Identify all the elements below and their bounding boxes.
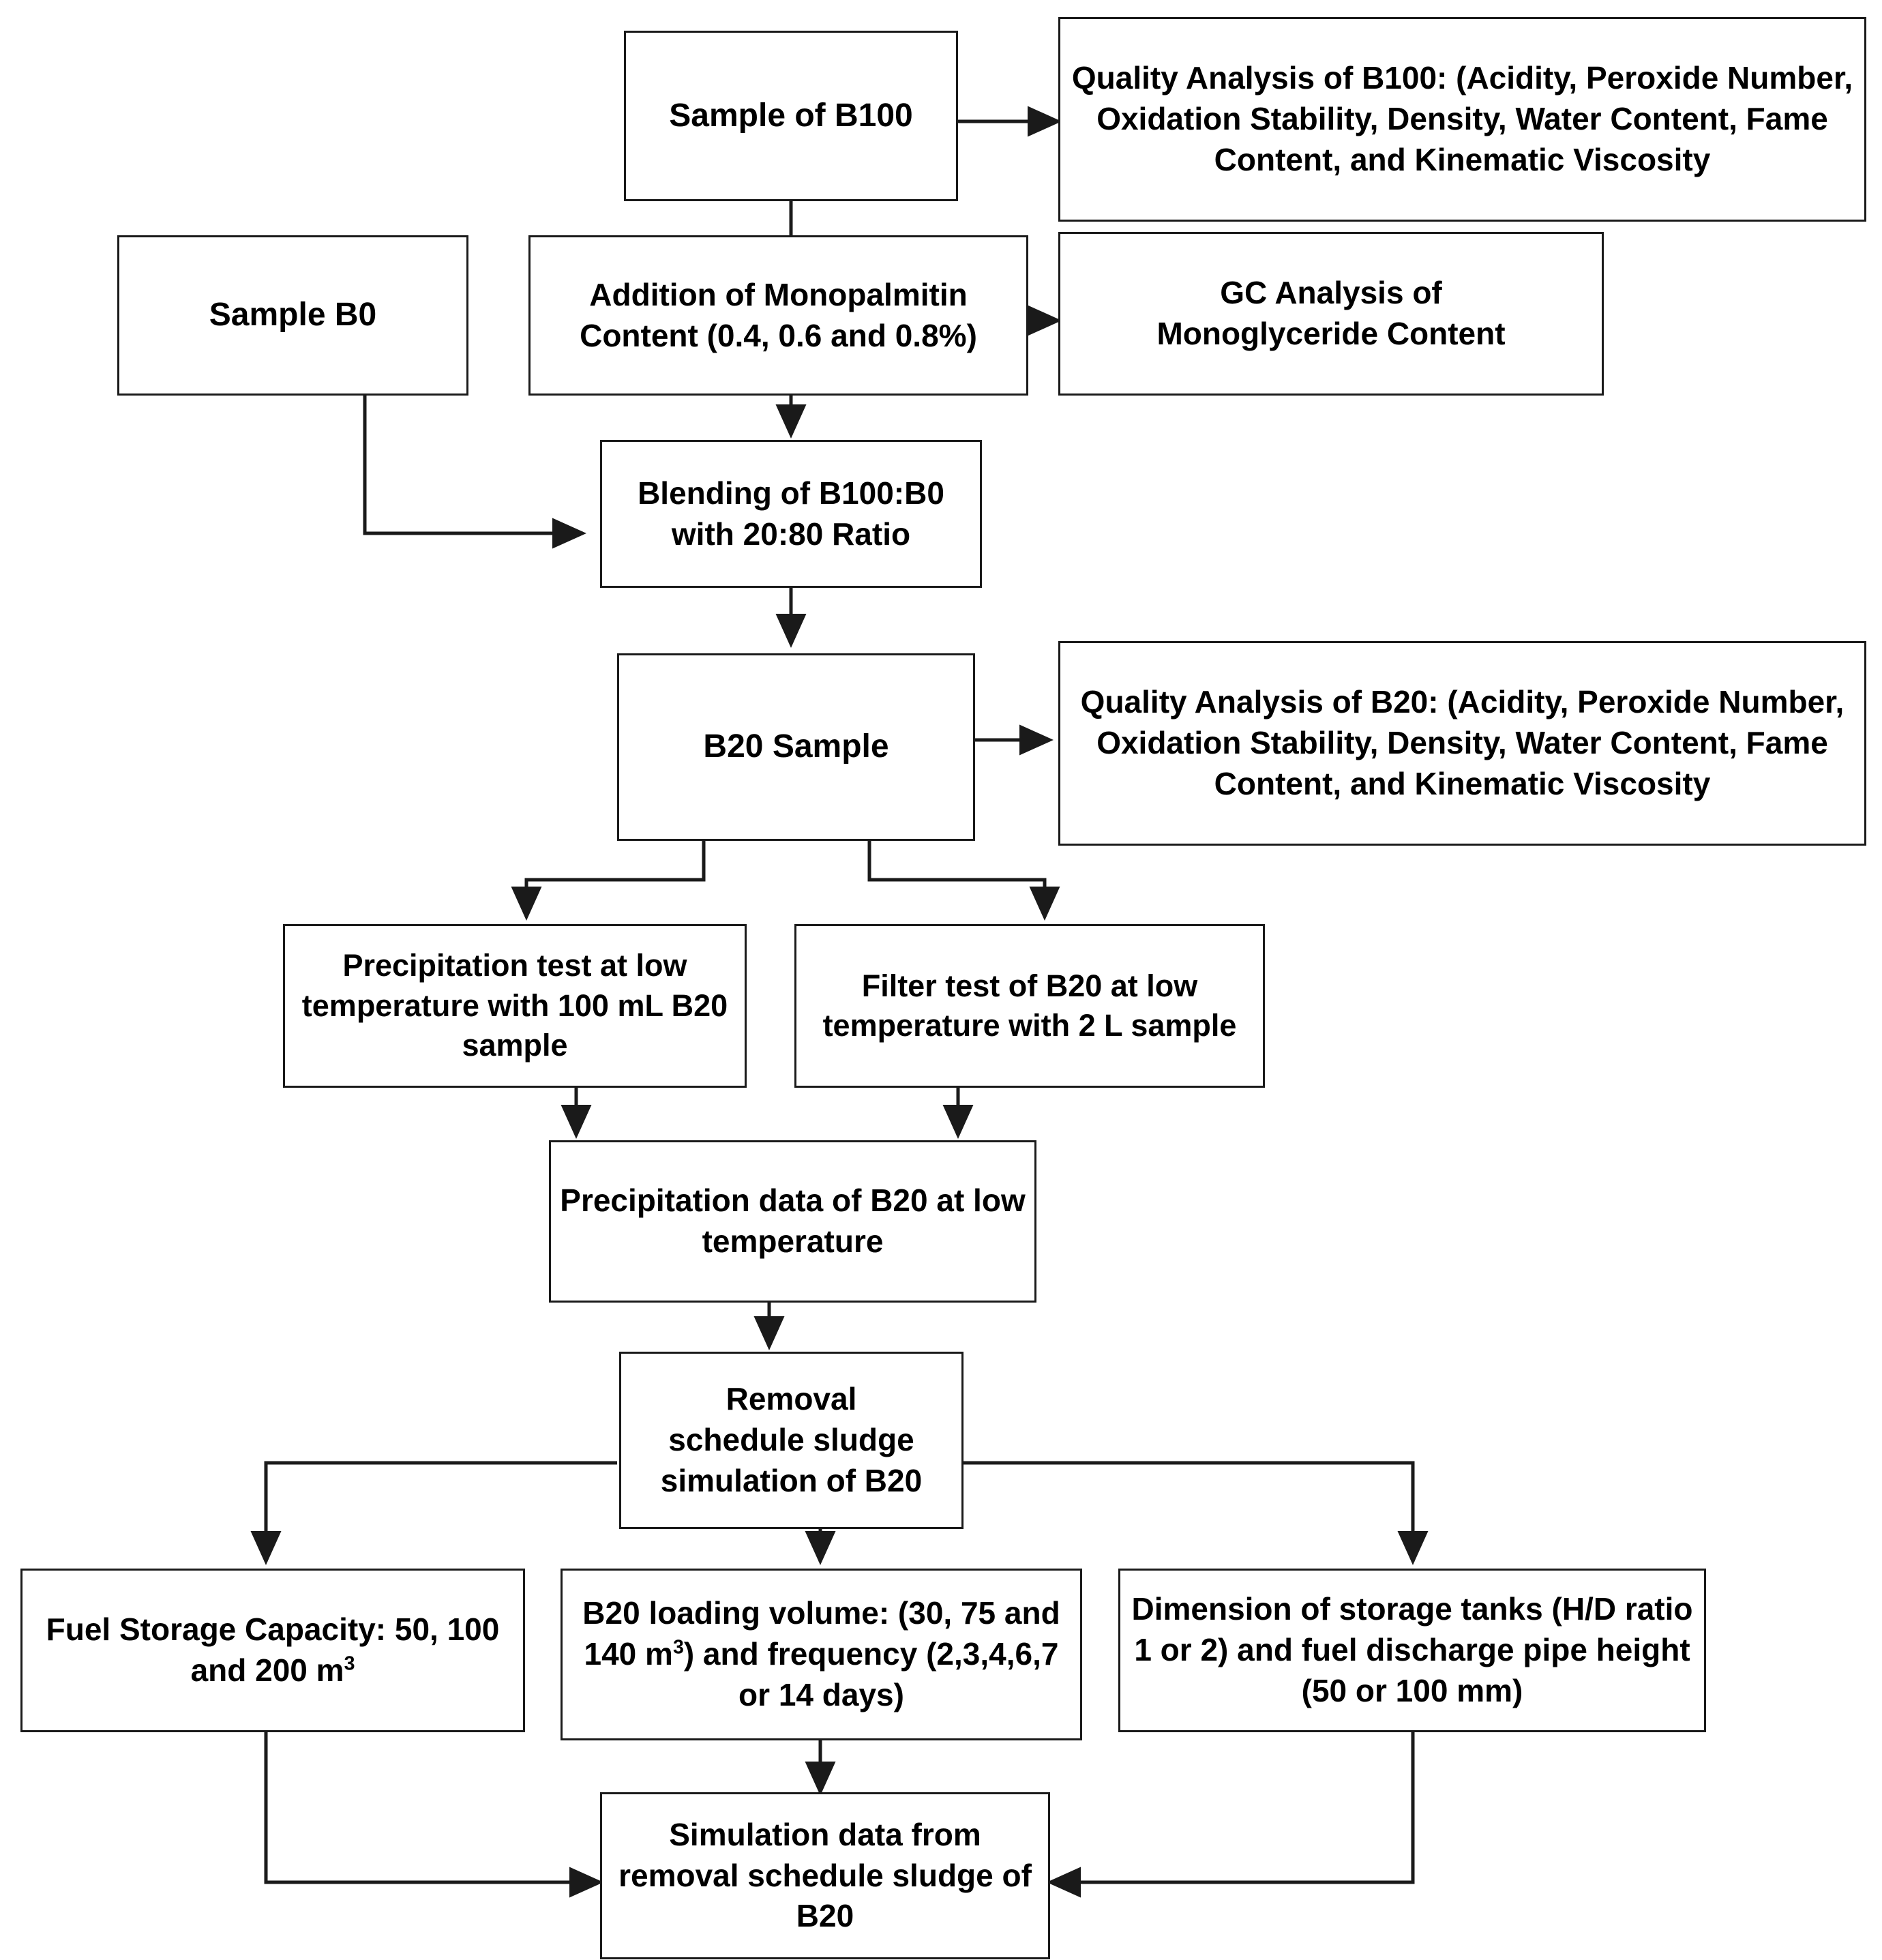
node-quality-analysis-b20[interactable]: Quality Analysis of B20: (Acidity, Perox… [1058,641,1866,846]
node-label: Quality Analysis of B100: (Acidity, Pero… [1071,60,1853,177]
node-sample-b0[interactable]: Sample B0 [117,235,468,396]
node-fuel-storage-capacity[interactable]: Fuel Storage Capacity: 50, 100 and 200 m… [20,1569,525,1732]
node-b20-loading-volume[interactable]: B20 loading volume: (30, 75 and 140 m3) … [561,1569,1082,1740]
node-precipitation-test[interactable]: Precipitation test at low temperature wi… [283,924,747,1088]
node-label: Dimension of storage tanks (H/D ratio 1 … [1131,1591,1693,1708]
node-label: Removal schedule sludge simulation of B2… [660,1381,923,1498]
node-addition-of-monopalmitin[interactable]: Addition of Monopalmitin Content (0.4, 0… [528,235,1028,396]
node-label: Sample of B100 [669,97,913,134]
node-label: B20 Sample [703,728,889,765]
superscript-three: 3 [344,1652,355,1675]
node-label: Filter test of B20 at low temperature wi… [822,968,1237,1043]
node-precipitation-data[interactable]: Precipitation data of B20 at low tempera… [549,1140,1036,1303]
node-label: Precipitation data of B20 at low tempera… [560,1183,1026,1259]
node-label: B20 loading volume: (30, 75 and 140 m3) … [582,1595,1060,1712]
node-label: Addition of Monopalmitin Content (0.4, 0… [580,276,977,353]
node-gc-analysis-monoglyceride[interactable]: GC Analysis of Monoglyceride Content [1058,232,1604,396]
node-label: GC Analysis of Monoglyceride Content [1156,275,1506,351]
node-b20-sample[interactable]: B20 Sample [617,653,975,841]
node-removal-schedule-simulation[interactable]: Removal schedule sludge simulation of B2… [619,1352,964,1529]
node-label: Fuel Storage Capacity: 50, 100 and 200 m… [46,1612,500,1688]
node-filter-test[interactable]: Filter test of B20 at low temperature wi… [794,924,1265,1088]
edge-removal-to-fuel-storage [250,1461,617,1565]
node-label: Quality Analysis of B20: (Acidity, Perox… [1080,684,1844,801]
node-blending-b100-b0[interactable]: Blending of B100:B0 with 20:80 Ratio [600,440,982,588]
edge-removal-to-storage-dimension [961,1461,1429,1565]
node-storage-tank-dimension[interactable]: Dimension of storage tanks (H/D ratio 1 … [1118,1569,1706,1732]
node-label: Simulation data from removal schedule sl… [618,1816,1032,1934]
edge-storage-dimension-to-simulation [1047,1732,1415,1898]
edge-b0-to-blending [363,396,586,549]
node-sample-of-b100[interactable]: Sample of B100 [624,31,958,201]
node-simulation-data[interactable]: Simulation data from removal schedule sl… [600,1792,1050,1959]
edge-fuel-storage-to-simulation [264,1732,603,1898]
edge-b20-to-precip-test [511,840,706,921]
node-label: Blending of B100:B0 with 20:80 Ratio [638,475,944,552]
superscript-three: 3 [672,1636,684,1659]
node-label: Sample B0 [209,297,377,333]
edge-b20-to-filter-test [867,840,1060,921]
node-label: Precipitation test at low temperature wi… [301,948,728,1063]
node-quality-analysis-b100[interactable]: Quality Analysis of B100: (Acidity, Pero… [1058,17,1866,222]
